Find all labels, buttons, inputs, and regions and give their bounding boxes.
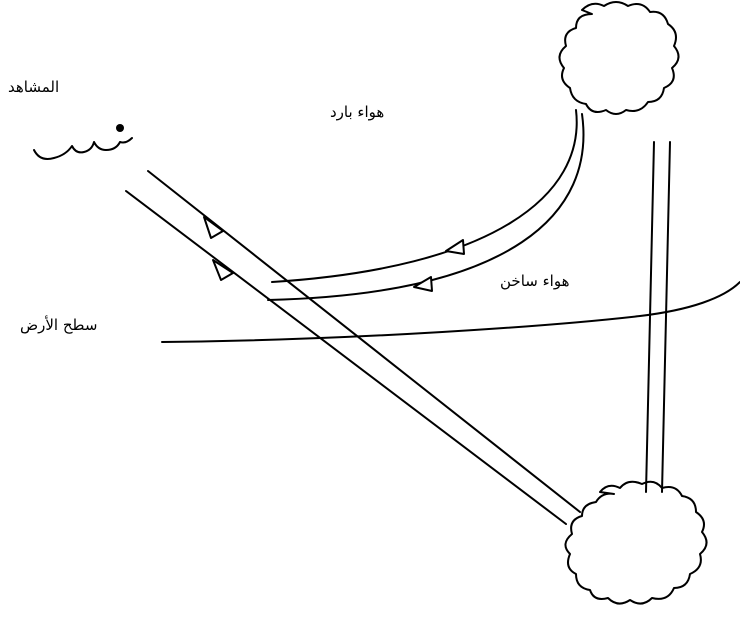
arrowhead-icon [212,259,234,281]
ground-surface-line [161,281,740,343]
refracted-ray-outer [271,109,578,283]
observer-head-icon [116,124,124,132]
line-of-sight-lower [125,190,567,525]
observer-label: المشاهد [8,78,60,96]
arrowhead-icon [413,276,433,292]
arrowhead-icon [445,239,465,255]
mirage-image-cloud-icon [564,480,708,605]
warm-air-label: هواء ساخن [500,272,570,290]
ground-surface-label: سطح الأرض [20,316,98,334]
cold-air-label: هواء بارد [330,103,385,121]
vertical-ray-right [661,141,671,493]
arrowhead-icon [203,216,224,239]
observer-figure-icon [33,137,133,160]
vertical-ray-left [645,141,655,493]
refracted-ray-inner [267,113,585,301]
real-object-cloud-icon [558,1,680,115]
